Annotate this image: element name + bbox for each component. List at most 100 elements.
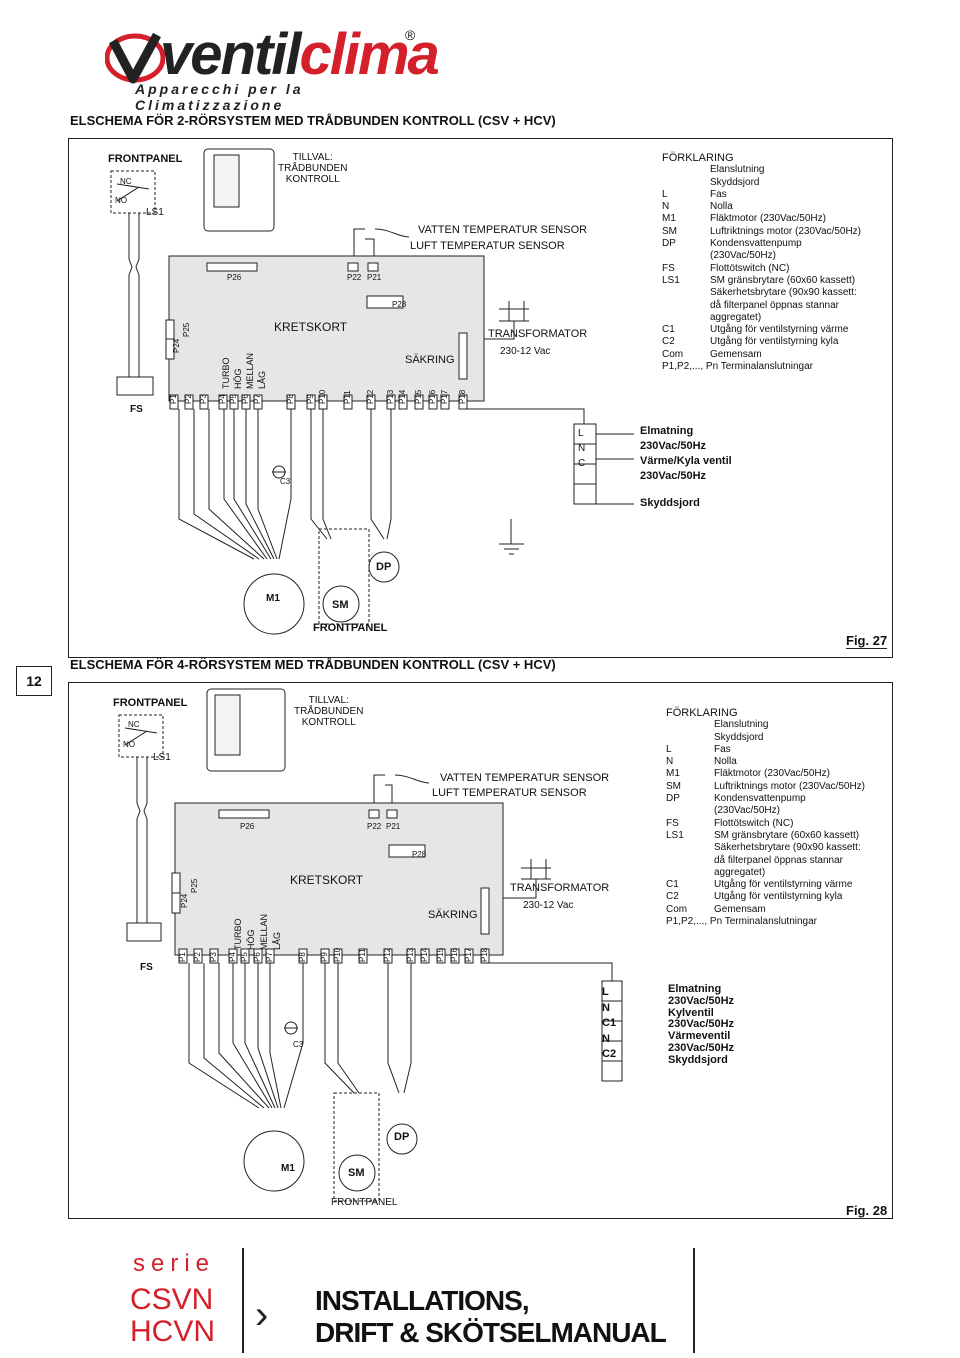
registered-mark: ®	[405, 27, 416, 43]
footer-divider-right	[693, 1248, 695, 1353]
pin-label: P7	[265, 952, 274, 962]
chevron-right-icon: ›	[255, 1293, 269, 1337]
pin-label: P3	[199, 394, 208, 404]
model-hcvn: HCVN	[130, 1315, 216, 1348]
pin-label: P3	[209, 952, 218, 962]
d1-fig-label: Fig. 27	[846, 633, 888, 649]
pin-label: P2	[184, 394, 193, 404]
d1-kretskort-label: KRETSKORT	[274, 320, 348, 334]
d2-vac-label: 230-12 Vac	[523, 900, 574, 911]
diagram-1-title: ELSCHEMA FÖR 2-RÖRSYSTEM MED TRÅDBUNDEN …	[70, 113, 556, 128]
ls1-switch-box	[110, 170, 156, 214]
d1-m1-label: M1	[266, 593, 280, 604]
d2-speed-labels: TURBO HÖG MELLAN LÅG	[233, 913, 282, 950]
pin-label: P1	[178, 952, 187, 962]
pin-label: P9	[320, 952, 329, 962]
d1-frontpanel-label: FRONTPANEL	[108, 153, 183, 165]
d2-ls1-label: LS1	[153, 752, 171, 763]
fan-motor-m1	[243, 1130, 305, 1192]
pin-label: P15	[414, 389, 423, 404]
drain-pump-dp	[386, 1123, 418, 1155]
connector-label: P24	[180, 893, 189, 908]
logo-wordmark: ventilclima	[160, 22, 440, 87]
pin-label: P13	[406, 947, 415, 962]
pin-label: P4	[228, 952, 237, 962]
d1-sakring-label: SÄKRING	[405, 354, 455, 366]
d2-kretskort-label: KRETSKORT	[290, 873, 364, 887]
d2-luft-sensor-label: LUFT TEMPERATUR SENSOR	[432, 787, 587, 799]
pin-label: P8	[286, 394, 295, 404]
pin-label: P6	[253, 952, 262, 962]
transformer-symbol	[521, 859, 551, 880]
pin-label: P14	[420, 947, 429, 962]
d2-vatten-sensor-label: VATTEN TEMPERATUR SENSOR	[440, 772, 610, 784]
d1-c3-label: C3	[280, 477, 291, 486]
pin-label: P18	[458, 389, 467, 404]
d2-fs-label: FS	[140, 962, 153, 973]
d1-vatten-sensor-label: VATTEN TEMPERATUR SENSOR	[418, 224, 588, 236]
logo-subtitle: Apparecchi per la Climatizzazione	[135, 81, 304, 113]
float-switch	[116, 376, 154, 396]
ground-symbol	[499, 519, 524, 555]
pin-label: P6	[241, 394, 250, 404]
pin-label: P14	[398, 389, 407, 404]
pin-label: P15	[436, 947, 445, 962]
diagram-2-schematic	[118, 688, 623, 1202]
diagram-1-frame	[68, 138, 893, 658]
pin-label: P11	[358, 948, 367, 962]
d1-ls1-label: LS1	[146, 207, 164, 218]
d1-nc-label: NC	[120, 177, 132, 186]
sm-dashed-box	[333, 1092, 380, 1202]
pin-label: P17	[440, 389, 449, 404]
brand-logo: ventilclima ® Apparecchi per la Climatiz…	[105, 25, 440, 113]
d1-skyddsjord-label: Skyddsjord	[640, 497, 700, 509]
d2-p22-label: P22	[367, 822, 382, 831]
connector-label: P25	[182, 322, 191, 337]
pin-label: P5	[229, 394, 238, 404]
swing-motor-sm	[322, 585, 360, 623]
d2-transformator-label: TRANSFORMATOR	[510, 882, 610, 894]
swing-motor-sm	[338, 1154, 376, 1192]
d1-fs-label: FS	[130, 404, 143, 415]
d1-luft-sensor-label: LUFT TEMPERATUR SENSOR	[410, 240, 565, 252]
d1-p21-label: P21	[367, 273, 382, 282]
pin-label: P7	[253, 394, 262, 404]
circuit-board	[168, 255, 485, 402]
diagram-2-title: ELSCHEMA FÖR 4-RÖRSYSTEM MED TRÅDBUNDEN …	[70, 657, 556, 672]
pin-label: P8	[298, 952, 307, 962]
diagram-1-schematic	[110, 148, 634, 635]
d2-no-label: NO	[123, 740, 135, 749]
pin-label: P17	[464, 947, 473, 962]
d1-p22-label: P22	[347, 273, 362, 282]
pin-label: P4	[218, 394, 227, 404]
d2-p28-label: P28	[412, 850, 427, 859]
pin-label: P12	[383, 947, 392, 962]
d2-c3-label: C3	[293, 1040, 304, 1049]
d1-vac-label: 230-12 Vac	[500, 346, 551, 357]
d1-p26-label: P26	[227, 273, 242, 282]
d2-dp-label: DP	[394, 1131, 410, 1143]
d2-nc-label: NC	[128, 720, 140, 729]
pin-label: P2	[193, 952, 202, 962]
pin-label: P9	[306, 394, 315, 404]
connector-label: P24	[172, 338, 181, 353]
diagram-2-frame	[68, 682, 893, 1219]
pin-label: P16	[428, 389, 437, 404]
float-switch	[126, 922, 162, 942]
d1-p28-label: P28	[392, 300, 407, 309]
d1-dp-label: DP	[376, 561, 392, 573]
ls1-switch-box	[118, 714, 164, 758]
d2-p21-label: P21	[386, 822, 401, 831]
pin-label: P10	[333, 947, 342, 962]
d1-frontpanel-bottom-label: FRONTPANEL	[313, 622, 388, 634]
d2-frontpanel-label: FRONTPANEL	[113, 697, 188, 709]
drain-pump-dp	[368, 551, 400, 583]
circuit-board	[174, 802, 504, 956]
pin-label: P12	[366, 389, 375, 404]
